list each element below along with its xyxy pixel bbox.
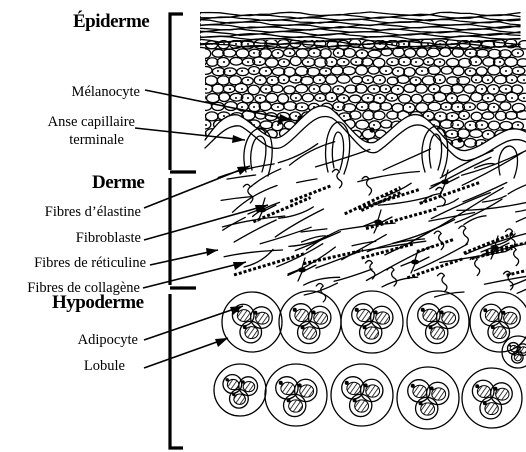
label-capillary-line2: terminale [69, 132, 124, 148]
label-epidermis: Épiderme [73, 10, 149, 32]
label-dermis: Derme [92, 172, 144, 193]
leader-adipocyte [144, 306, 243, 340]
dermis-fibers [218, 142, 526, 302]
label-melanocyte: Mélanocyte [72, 84, 140, 100]
leader-lobule [144, 338, 228, 368]
leader-capillary [135, 128, 245, 140]
label-hypodermis: Hypoderme [52, 292, 144, 313]
leader-fibroblast [144, 205, 268, 240]
leader-collagen [143, 262, 246, 288]
label-elastin-fibers: Fibres d’élastine [45, 204, 141, 220]
label-adipocyte: Adipocyte [78, 332, 138, 348]
hypodermis-lobules [214, 291, 526, 429]
label-lobule: Lobule [84, 358, 125, 374]
leader-elastin [144, 166, 250, 208]
epidermis-cells [193, 39, 526, 149]
label-capillary-line1: Anse capillaire [48, 114, 135, 130]
label-reticulin-fibers: Fibres de réticuline [34, 255, 146, 271]
label-fibroblast: Fibroblaste [76, 230, 141, 246]
